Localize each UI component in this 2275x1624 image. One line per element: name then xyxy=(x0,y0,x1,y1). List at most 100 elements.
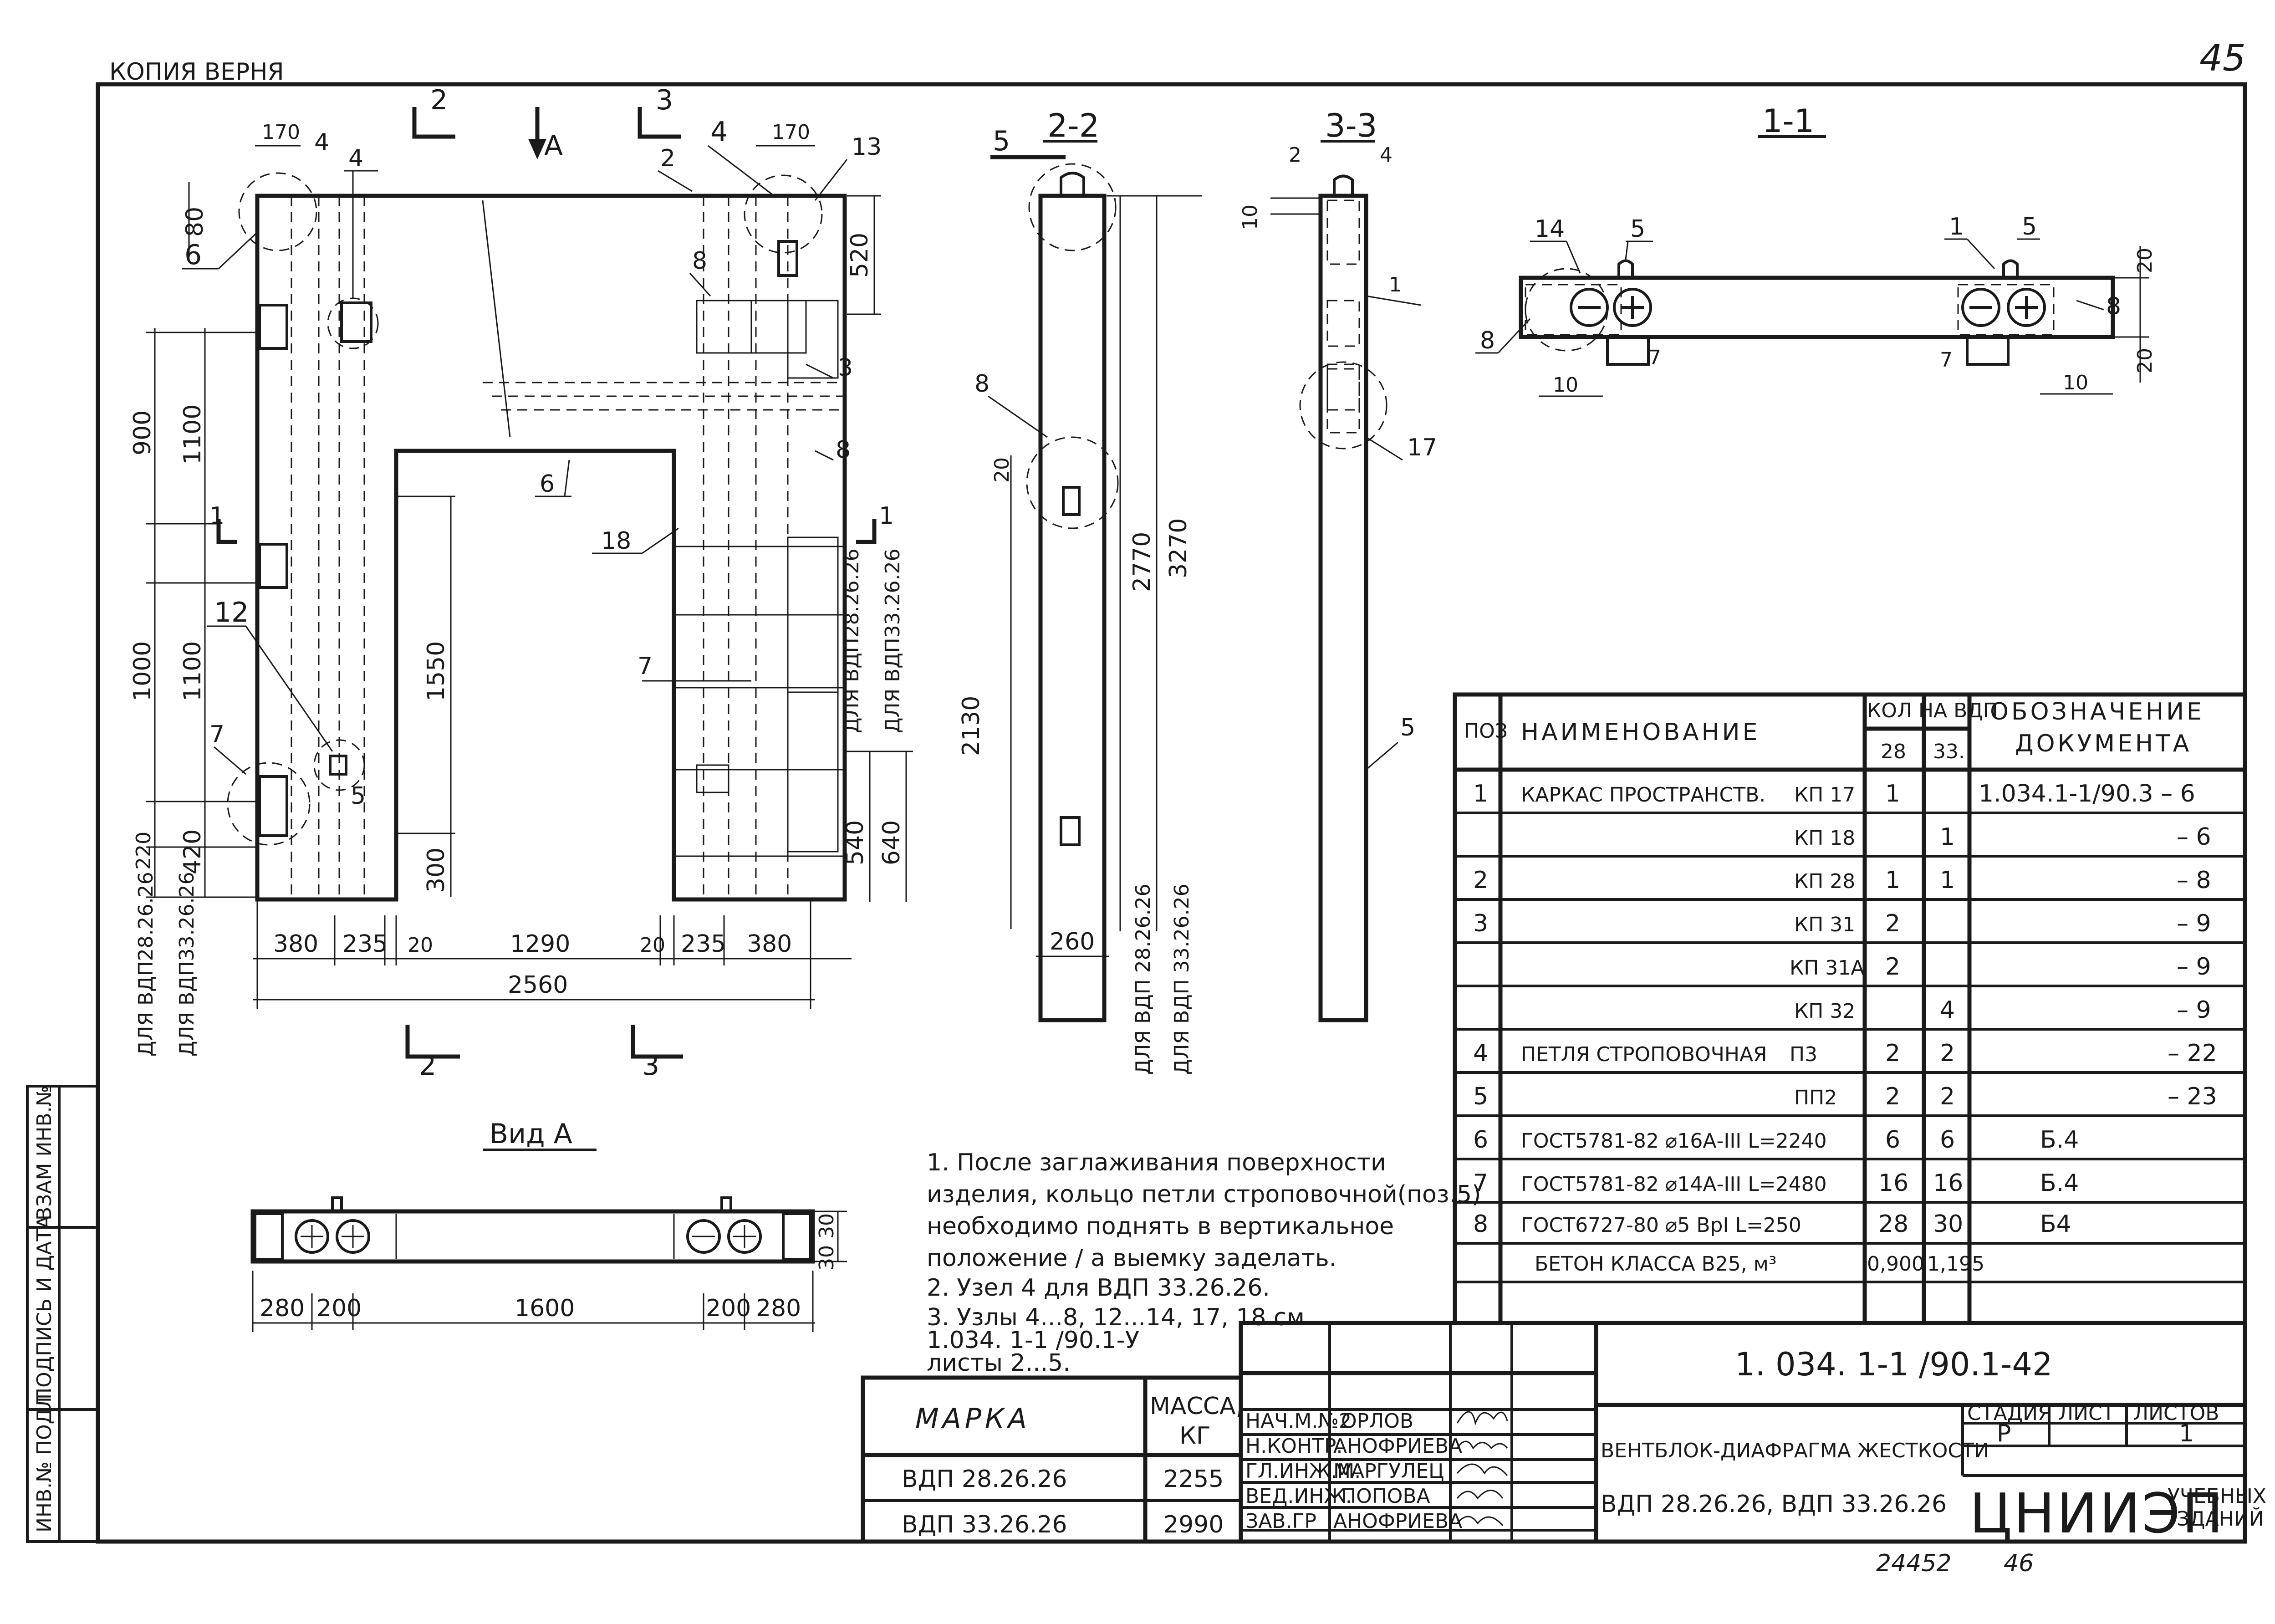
pos-label: 8 xyxy=(836,436,851,464)
view-a-dim: 200 xyxy=(706,1295,751,1322)
main-elevation: 2 3 А 1 1 2 3 4 4 2 4 13 6 8 3 8 6 xyxy=(129,84,913,1082)
spec-q28: 1 xyxy=(1885,867,1900,894)
section-title-1-1: 1-1 xyxy=(1762,102,1814,140)
dim-260: 260 xyxy=(1050,928,1095,955)
spec-h-q33: 33. xyxy=(1933,740,1965,763)
staff-name: ОРЛОВ xyxy=(1341,1410,1413,1433)
sec11-pos5a: 5 xyxy=(1630,215,1645,243)
staff-role: НАЧ.М.№2 xyxy=(1245,1410,1352,1433)
signature-scribble xyxy=(1456,1440,1508,1450)
dim-520: 520 xyxy=(846,233,873,278)
spec-q33: 4 xyxy=(1940,996,1955,1024)
spec-q28: 1 xyxy=(1885,780,1900,807)
section-title-2-2: 2-2 xyxy=(1047,107,1099,144)
spec-h-doc2: ДОКУМЕНТА xyxy=(2015,730,2192,757)
pos-label: 2 xyxy=(660,145,675,172)
sec11-d20a: 20 xyxy=(2133,248,2157,273)
view-a-arrow-icon xyxy=(528,139,546,159)
dim-bottom: 380 xyxy=(273,930,318,958)
spec-q28: 2 xyxy=(1885,953,1900,981)
dim-420: 420 xyxy=(179,829,206,874)
sec11-pos7a: 7 xyxy=(1648,346,1661,369)
spec-doc: – 22 xyxy=(2168,1040,2217,1067)
spec-doc: – 23 xyxy=(2168,1083,2217,1110)
stamp-inv: ИНВ.№ ПОДЛ. xyxy=(33,1387,56,1532)
staff-role: Н.КОНТР. xyxy=(1245,1435,1342,1458)
spec-name: КАРКАС ПРОСТРАНСТВ. xyxy=(1521,783,1765,807)
staff-name: ПОПОВА xyxy=(1341,1485,1430,1508)
view-a-dim: 280 xyxy=(260,1295,305,1322)
spec-h-q28: 28 xyxy=(1881,740,1906,763)
sec22-pos8: 8 xyxy=(974,370,990,398)
view-a-dim: 1600 xyxy=(515,1295,575,1322)
dim-1550: 1550 xyxy=(423,641,450,701)
spec-pos: 2 xyxy=(1473,867,1488,894)
spec-h-doc1: ОБОЗНАЧЕНИЕ xyxy=(1990,698,2204,725)
spec-mark: П3 xyxy=(1790,1043,1817,1066)
spec-q33: 30 xyxy=(1933,1210,1963,1238)
view-a-dim: 280 xyxy=(756,1295,801,1322)
staff-role: ГЛ.ИНЖ.М. xyxy=(1245,1460,1361,1483)
spec-name: ГОСТ5781-82 ⌀14А-III L=2480 xyxy=(1521,1173,1827,1196)
note-line: 1.034. 1-1 /90.1-У xyxy=(927,1327,1139,1354)
sec11-d10b: 10 xyxy=(2063,371,2088,394)
staff-name: МАРГУЛЕЦ xyxy=(1333,1460,1444,1483)
spec-q28: 2 xyxy=(1885,910,1900,937)
view-a-dim: 200 xyxy=(316,1295,362,1322)
spec-name: БЕТОН КЛАССА В25, м³ xyxy=(1535,1252,1777,1276)
for-28-left: ДЛЯ ВДП28.26.26 xyxy=(134,872,158,1057)
spec-q28: 6 xyxy=(1885,1126,1900,1154)
spec-mark: КП 32 xyxy=(1794,1000,1855,1023)
dim-bottom: 380 xyxy=(747,930,792,958)
spec-q28: 16 xyxy=(1878,1169,1908,1197)
view-a-d30b: 30 xyxy=(815,1245,838,1271)
spec-q28: 2 xyxy=(1885,1040,1900,1067)
title-line-2: ВДП 28.26.26, ВДП 33.26.26 xyxy=(1601,1491,1947,1518)
note-line: изделия, кольцо петли строповочной(поз.5… xyxy=(927,1181,1481,1208)
stage-header: СТАДИЯ xyxy=(1967,1402,2052,1425)
spec-q28: 28 xyxy=(1878,1210,1908,1238)
mass-row-mark: ВДП 28.26.26 xyxy=(902,1466,1067,1493)
sec11-d10a: 10 xyxy=(1553,373,1578,397)
sheets-value: 1 xyxy=(2179,1420,2194,1447)
spec-q33: 1 xyxy=(1940,823,1955,851)
dim-bottom: 235 xyxy=(681,930,726,958)
title-line-1: ВЕНТБЛОК-ДИАФРАГМА ЖЕСТКОСТИ xyxy=(1601,1439,1989,1462)
spec-name: ГОСТ5781-82 ⌀16А-III L=2240 xyxy=(1521,1129,1827,1153)
spec-mark: ПП2 xyxy=(1794,1086,1837,1109)
dim-1100a: 1100 xyxy=(179,404,206,465)
dim-220: 220 xyxy=(132,832,155,870)
spec-mark: КП 31А xyxy=(1790,956,1864,980)
spec-q33: 2 xyxy=(1940,1040,1955,1067)
note-line: 2. Узел 4 для ВДП 33.26.26. xyxy=(927,1274,1270,1302)
for-33-right: ДЛЯ ВДП33.26.26 xyxy=(881,548,904,733)
dim-bottom: 20 xyxy=(640,934,665,957)
spec-doc: – 9 xyxy=(2177,996,2211,1024)
note-line: листы 2...5. xyxy=(927,1349,1071,1377)
spec-doc: – 8 xyxy=(2177,867,2211,894)
spec-pos: 1 xyxy=(1473,780,1488,807)
spec-pos: 5 xyxy=(1473,1083,1488,1110)
for-33-left: ДЛЯ ВДП33.26.26 xyxy=(175,872,199,1057)
mass-table: МАРКА МАССА, КГ ВДП 28.26.26 2255 ВДП 33… xyxy=(861,1375,1243,1544)
pos-label: 3 xyxy=(838,354,853,382)
sec33-pos2: 2 xyxy=(1289,143,1301,167)
mass-h-mass1: МАССА, xyxy=(1150,1393,1243,1420)
cut-1-right: 1 xyxy=(879,502,894,530)
spec-pos: 7 xyxy=(1473,1169,1488,1197)
spec-doc: Б.4 xyxy=(2040,1126,2079,1154)
spec-doc: Б.4 xyxy=(2040,1169,2079,1197)
dim-3270: 3270 xyxy=(1165,518,1192,578)
sec22-pos5: 5 xyxy=(993,125,1010,157)
spec-name: ПЕТЛЯ СТРОПОВОЧНАЯ xyxy=(1521,1043,1767,1066)
spec-pos: 4 xyxy=(1473,1040,1488,1067)
sheet-header: ЛИСТ xyxy=(2058,1402,2115,1425)
spec-q33: 2 xyxy=(1940,1083,1955,1110)
spec-q33: 1 xyxy=(1940,867,1955,894)
sheets-header: ЛИСТОВ xyxy=(2133,1402,2219,1425)
dim-2130: 2130 xyxy=(958,696,985,756)
footer-inv: 24452 xyxy=(1876,1550,1951,1577)
staff-name: АНОФРИЕВА xyxy=(1333,1435,1462,1458)
note-line: положение / а выемку заделать. xyxy=(927,1245,1336,1272)
section-mark-2-top: 2 xyxy=(430,84,448,116)
